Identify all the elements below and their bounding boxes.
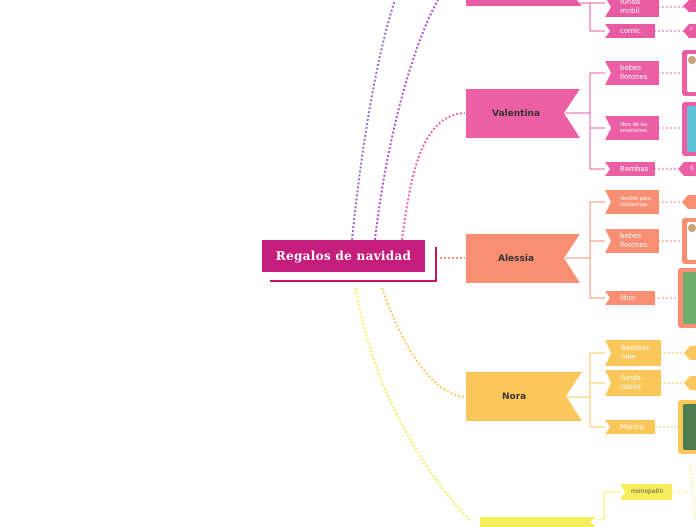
gift-bambas-valentina[interactable]: Bambas	[605, 162, 655, 176]
person-nora-label: Nora	[502, 392, 526, 402]
connector-root-top-purple	[352, 0, 395, 240]
thumb-libro[interactable]	[678, 268, 696, 328]
connector-root-valentina	[402, 113, 465, 240]
gift-marina[interactable]: Marina	[605, 420, 655, 434]
top-banner[interactable]	[466, 0, 582, 6]
gift-monopatin-label: monopatín	[631, 488, 663, 496]
gift-bambas-nike-label: Bambas nike	[621, 344, 661, 362]
gift-libro-label: libro	[620, 294, 635, 303]
gift-comic[interactable]: comic	[605, 24, 655, 38]
gift-libro-emociones-label: libro de las emociones	[620, 122, 659, 135]
gift-bebes-llorones-alessia[interactable]: bebes llorones	[605, 229, 659, 253]
gift-funda-mobil[interactable]: funda mobil	[605, 0, 659, 17]
connector-top-gifts	[580, 3, 605, 31]
person-alessia[interactable]: Alessia	[466, 234, 566, 283]
gift-marina-label: Marina	[620, 423, 644, 432]
gift-bebes-llorones-valentina[interactable]: bebes llorones	[605, 61, 659, 85]
gift-libro[interactable]: libro	[605, 291, 655, 305]
connector-bottom-thumb	[670, 465, 696, 520]
person-valentina[interactable]: Valentina	[466, 89, 566, 138]
gift-funda-tablet-label: funda tablet	[621, 374, 661, 392]
thumb-bebes-llorones-alessia[interactable]	[682, 218, 696, 264]
connector-root-nora	[382, 288, 466, 397]
thumb-marina[interactable]	[678, 400, 696, 454]
thumb-bambas-valentina-label: S	[690, 165, 694, 172]
doll-icon	[688, 56, 696, 64]
connector-bottom-gifts	[595, 492, 620, 520]
gift-comic-label: comic	[620, 27, 641, 36]
thumb-funda-tablet	[684, 376, 696, 390]
gift-libro-emociones[interactable]: libro de las emociones	[605, 116, 659, 140]
gift-funda-tablet[interactable]: funda tablet	[605, 370, 661, 396]
gift-bebes-llorones-alessia-label: bebes llorones	[620, 232, 659, 250]
gift-bambas-valentina-label: Bambas	[620, 165, 648, 174]
person-alessia-label: Alessia	[498, 254, 534, 264]
bottom-banner[interactable]	[480, 517, 596, 527]
person-valentina-label: Valentina	[492, 109, 540, 119]
person-nora[interactable]: Nora	[466, 372, 566, 421]
gift-vestido-nochevieja-label: Vestido para nochevieja	[620, 196, 659, 209]
thumb-top-1	[683, 0, 696, 12]
thumb-bebes-llorones-valentina[interactable]	[682, 50, 696, 96]
thumb-libro-emociones[interactable]	[682, 102, 696, 156]
gift-monopatin[interactable]: monopatín	[620, 484, 672, 500]
gift-vestido-nochevieja[interactable]: Vestido para nochevieja	[605, 190, 659, 214]
doll-icon	[688, 224, 696, 232]
thumb-top-2-label: c	[690, 26, 693, 32]
gift-funda-mobil-label: funda mobil	[620, 0, 659, 16]
gift-bambas-nike[interactable]: Bambas nike	[605, 340, 661, 366]
thumb-vestido	[682, 195, 696, 209]
root-label: Regalos de navidad	[276, 249, 411, 263]
root-node[interactable]: Regalos de navidad	[262, 240, 425, 272]
connector-root-bottom	[356, 288, 470, 520]
thumb-bambas-nike	[684, 346, 696, 360]
gift-bebes-llorones-valentina-label: bebes llorones	[620, 64, 659, 82]
